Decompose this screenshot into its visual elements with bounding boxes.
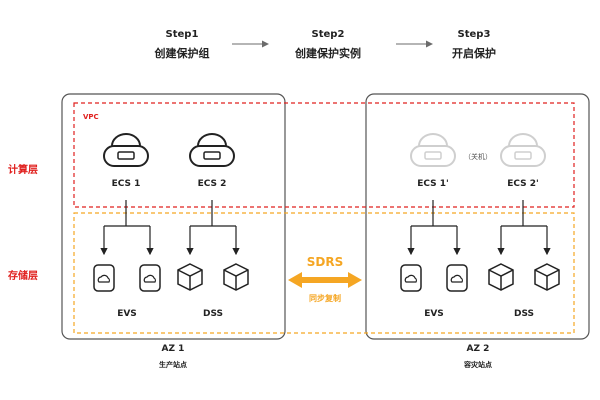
ecs2-label: ECS 2	[197, 179, 227, 189]
az2-evs-label: EVS	[424, 309, 444, 319]
step1-title: 创建保护组	[154, 47, 210, 60]
az1-title: AZ 1	[161, 344, 185, 354]
az2-box	[365, 93, 590, 340]
az2-dss-label: DSS	[513, 309, 535, 319]
az1-evs-label: EVS	[117, 309, 137, 319]
az1-box	[61, 93, 286, 340]
dss-cube-icon	[177, 263, 203, 291]
vpc-box	[73, 102, 575, 208]
step2-title: 创建保护实例	[295, 47, 361, 60]
step1-label: Step1	[165, 29, 199, 40]
ecs2-icon	[189, 133, 235, 167]
az1-dss-label: DSS	[202, 309, 224, 319]
evs-disk-icon	[93, 264, 115, 292]
evs-disk-icon	[139, 264, 161, 292]
evs-disk-icon	[446, 264, 468, 292]
storage-layer-label: 存储层	[8, 271, 38, 282]
evs-disk-icon	[400, 264, 422, 292]
step3-label: Step3	[457, 29, 491, 40]
dss-cube-icon	[223, 263, 249, 291]
ecs2-prime-icon	[500, 133, 546, 167]
az2-title: AZ 2	[466, 344, 490, 354]
az2-subtitle: 容灾站点	[464, 361, 492, 369]
sdrs-label: SDRS	[306, 255, 344, 269]
step3-title: 开启保护	[452, 47, 496, 60]
ecs1-icon	[103, 133, 149, 167]
ecs1-label: ECS 1	[111, 179, 141, 189]
sync-replication-label: 同步复制	[309, 294, 341, 303]
step2-label: Step2	[311, 29, 345, 40]
az1-connectors	[100, 200, 240, 256]
vpc-label: VPC	[83, 113, 99, 121]
az1-subtitle: 生产站点	[159, 361, 187, 369]
ecs2-prime-label: ECS 2'	[507, 179, 539, 189]
storage-box	[73, 212, 575, 334]
ecs1-prime-icon	[410, 133, 456, 167]
ecs1-prime-label: ECS 1'	[417, 179, 449, 189]
dss-cube-icon	[534, 263, 560, 291]
sdrs-double-arrow	[288, 272, 362, 288]
compute-layer-label: 计算层	[8, 165, 38, 176]
az2-connectors	[407, 200, 551, 256]
dss-cube-icon	[488, 263, 514, 291]
power-off-label: （关机）	[464, 153, 492, 161]
